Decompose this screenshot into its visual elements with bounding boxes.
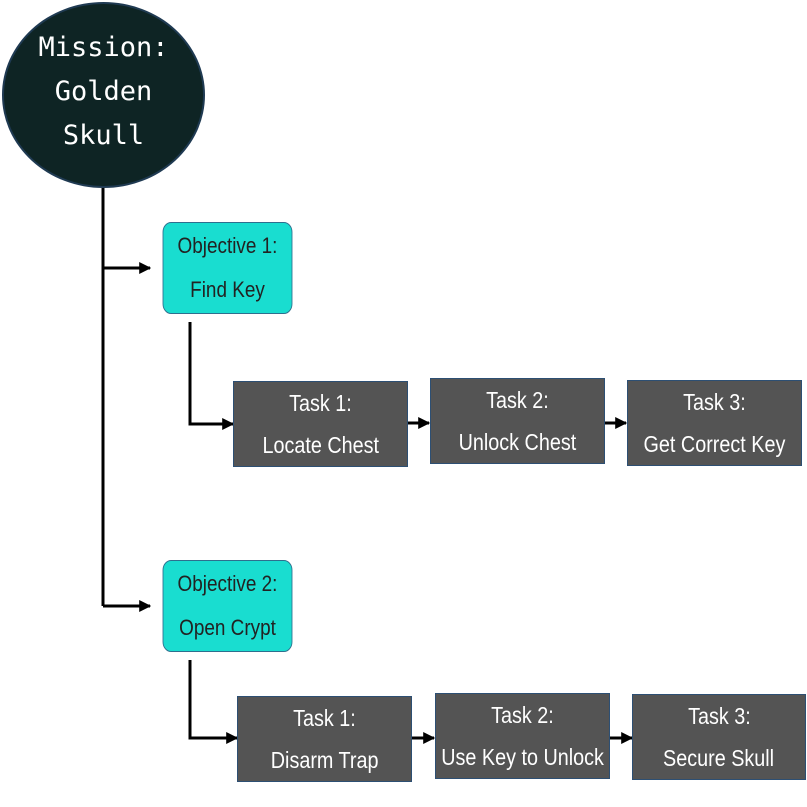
objective-2-title: Objective 2: <box>177 571 278 596</box>
mission-label-line-1: Mission: <box>38 32 169 63</box>
objective-2-task-1-title: Task 1: <box>293 705 356 731</box>
objective-1-task-1-label: Locate Chest <box>262 432 379 458</box>
objective-2-label: Open Crypt <box>179 615 276 640</box>
mission-label-line-3: Skull <box>62 120 145 151</box>
objective-1-task-2-label: Unlock Chest <box>458 429 577 455</box>
objective-2-node: Objective 2: Open Crypt <box>162 560 293 652</box>
objective-2-task-2-title: Task 2: <box>491 702 554 728</box>
objective-1-task-1-node: Task 1: Locate Chest <box>233 381 408 467</box>
objective-1-task-3-label: Get Correct Key <box>643 431 786 457</box>
mission-label-line-2: Golden <box>54 76 153 107</box>
objective-1-task-1-title: Task 1: <box>289 390 352 416</box>
objective-2-task-3-node: Task 3: Secure Skull <box>632 694 806 780</box>
arrow-objective-2-to-task-1 <box>188 660 239 744</box>
objective-1-label: Find Key <box>190 277 265 302</box>
objective-2-task-3-label: Secure Skull <box>663 745 775 771</box>
objective-1-title: Objective 1: <box>177 233 278 258</box>
objective-2-task-1-label: Disarm Trap <box>270 747 379 773</box>
objective-1-task-3-node: Task 3: Get Correct Key <box>627 380 802 466</box>
mission-node: Mission: Golden Skull <box>2 2 205 188</box>
objective-1-node: Objective 1: Find Key <box>162 222 293 314</box>
objective-2-task-1-node: Task 1: Disarm Trap <box>237 696 412 782</box>
objective-1-task-2-node: Task 2: Unlock Chest <box>430 378 605 464</box>
objective-1-task-3-title: Task 3: <box>683 389 746 415</box>
objective-1-task-2-title: Task 2: <box>486 387 549 413</box>
arrow-objective-1-to-task-1 <box>188 322 235 430</box>
objective-2-task-2-node: Task 2: Use Key to Unlock <box>435 693 610 779</box>
objective-2-task-3-title: Task 3: <box>687 703 751 729</box>
objective-2-task-2-label: Use Key to Unlock <box>441 744 604 770</box>
